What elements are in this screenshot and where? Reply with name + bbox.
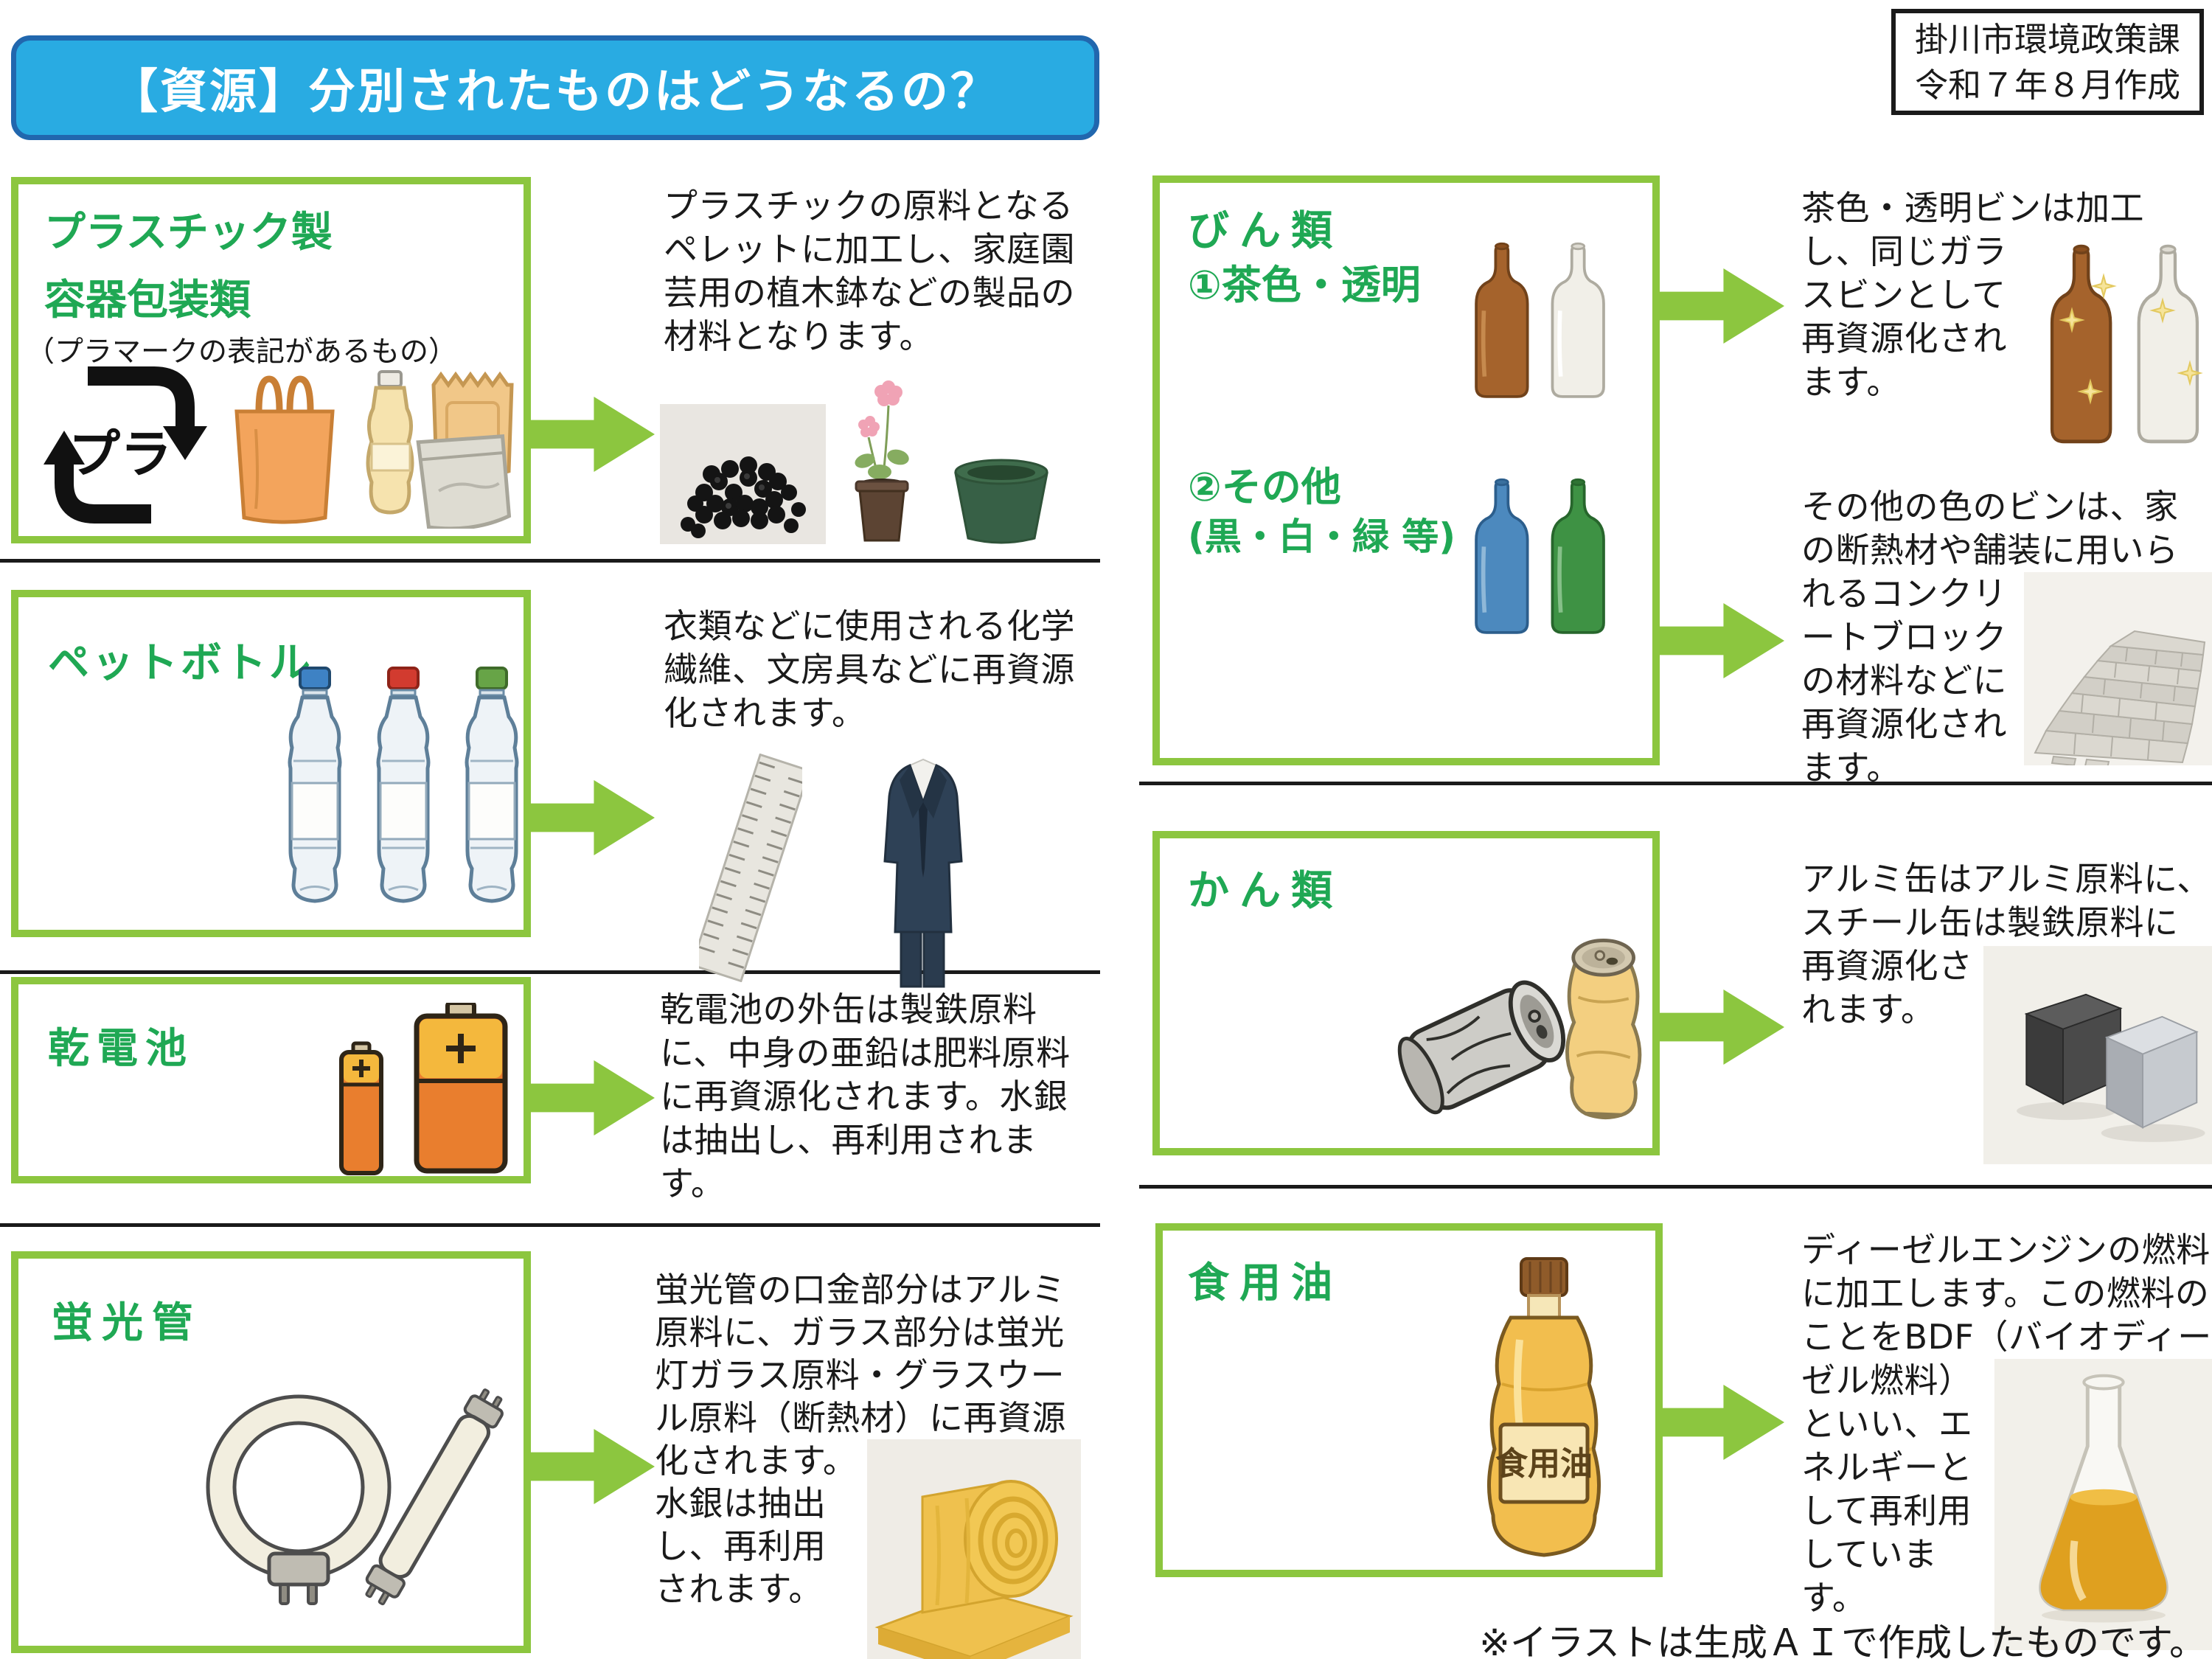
pet-bottle-green-icon	[465, 667, 519, 903]
bottles-description-1-text: 茶色・透明ビンは加工し、同じガラスビンとして再資源化されます。	[1801, 188, 2144, 402]
svg-text:食用油: 食用油	[1495, 1445, 1593, 1483]
bottles-description-2-text: その他の色のビンは、家の断熱材や舗装に用いられるコンクリートブロックの材料などに…	[1801, 487, 2179, 787]
plastic-description: プラスチックの原料となるペレットに加工し、家庭園芸用の植木鉢などの製品の材料とな…	[664, 184, 1084, 358]
credit-line1: 掛川市環境政策課	[1915, 20, 2181, 59]
shopping-bag-icon	[234, 375, 335, 524]
pet-description-text: 衣類などに使用される化学繊維、文房具などに再資源化されます。	[664, 606, 1075, 733]
credit-box: 掛川市環境政策課 令和７年８月作成	[1891, 9, 2204, 115]
arrow-cans	[1658, 990, 1784, 1065]
blue-bottle-icon	[1475, 478, 1529, 634]
divider-left-2	[0, 970, 1100, 974]
plastic-items-illustration: プラ	[42, 363, 521, 529]
bottles-cat2-label: ②その他	[1188, 464, 1341, 510]
green-pot-photo	[946, 456, 1057, 548]
battery-small-icon	[339, 1041, 383, 1175]
oil-title: 食用油	[1188, 1259, 1343, 1307]
battery-title: 乾電池	[48, 1025, 194, 1073]
plastic-packaging-box: プラスチック製 容器包装類 （プラマークの表記があるもの） プラ	[11, 177, 531, 543]
clear-bottle-icon	[1551, 242, 1605, 398]
fluorescent-description: 蛍光管の口金部分はアルミ原料に、ガラス部分は蛍光灯ガラス原料・グラスウール原料（…	[655, 1268, 1081, 1659]
pellets-photo	[660, 404, 826, 544]
crushed-cans-illustration	[1366, 868, 1654, 1148]
battery-large-icon	[414, 1003, 508, 1174]
suit-photo	[864, 751, 982, 990]
fluorescent-box: 蛍光管	[11, 1251, 531, 1653]
arrow-bottles-2	[1658, 603, 1784, 678]
brown-bottle-icon	[1475, 242, 1529, 398]
plastic-subtitle: （プラマークの表記があるもの）	[26, 335, 458, 369]
crushed-aluminum-can-icon	[1565, 938, 1642, 1120]
batteries-illustration	[306, 1003, 535, 1176]
plastic-bottle-icon	[366, 370, 414, 515]
oil-flask-photo	[1993, 1359, 2212, 1650]
cans-title: かん類	[1188, 867, 1343, 915]
brown-clear-bottles-illustration	[1466, 234, 1615, 408]
page-title: 【資源】分別されたものはどうなるの？	[111, 65, 1000, 119]
potted-flower-photo	[835, 372, 928, 546]
shiny-brown-bottle-icon	[2050, 244, 2112, 444]
plastic-title-line1: プラスチック製	[44, 209, 333, 257]
oil-bottle-icon: 食用油	[1487, 1257, 1601, 1557]
fluorescent-title: 蛍光管	[52, 1299, 202, 1347]
battery-description: 乾電池の外缶は製鉄原料に、中身の亜鉛は肥料原料に再資源化されます。水銀は抽出し、…	[660, 988, 1084, 1206]
bottles-cat2-note: (黒・白・緑 等)	[1188, 515, 1456, 558]
divider-right-1	[1139, 782, 2212, 785]
arrow-fluorescent	[528, 1429, 655, 1504]
bottles-description-1: 茶色・透明ビンは加工し、同じガラスビンとして再資源化されます。	[1801, 187, 2212, 457]
glasswool-photo	[867, 1439, 1081, 1659]
credit-line2: 令和７年８月作成	[1915, 66, 2181, 105]
other-color-bottles-illustration	[1466, 470, 1615, 644]
pet-bottles-illustration	[278, 665, 529, 908]
bottles-title: びん類	[1188, 207, 1343, 255]
crushed-steel-can-icon	[1397, 980, 1566, 1115]
page-title-banner: 【資源】分別されたものはどうなるの？	[11, 35, 1099, 140]
recycled-bottles-illustration	[2039, 230, 2212, 451]
pouch-icon	[416, 434, 512, 529]
cans-description: アルミ缶はアルミ原料に、スチール缶は製鉄原料に再資源化されます。	[1801, 858, 2212, 1172]
arrow-oil	[1658, 1385, 1784, 1460]
divider-right-2	[1139, 1185, 2212, 1189]
oil-description: ディーゼルエンジンの燃料に加工します。この燃料のことをBDF（バイオディーゼル燃…	[1801, 1228, 2212, 1656]
pet-title: ペットボトル	[48, 639, 313, 687]
battery-description-text: 乾電池の外缶は製鉄原料に、中身の亜鉛は肥料原料に再資源化されます。水銀は抽出し、…	[660, 990, 1071, 1203]
fluorescent-lamps-illustration	[177, 1377, 516, 1624]
fluorescent-description-text: 蛍光管の口金部分はアルミ原料に、ガラス部分は蛍光灯ガラス原料・グラスウール原料（…	[655, 1270, 1066, 1609]
flask-icon	[2039, 1374, 2168, 1612]
svg-text:プラ: プラ	[69, 424, 172, 484]
ruler-photo	[699, 754, 802, 982]
arrow-bottles-1	[1658, 268, 1784, 344]
pet-description: 衣類などに使用される化学繊維、文房具などに再資源化されます。	[664, 605, 1084, 735]
plastic-description-text: プラスチックの原料となるペレットに加工し、家庭園芸用の植木鉢などの製品の材料とな…	[664, 186, 1075, 356]
glass-bottles-box: びん類 ①茶色・透明 ②その他 (黒・白・緑 等)	[1152, 175, 1660, 765]
green-bottle-icon	[1551, 478, 1605, 634]
cans-description-text: アルミ缶はアルミ原料に、スチール缶は製鉄原料に再資源化されます。	[1801, 859, 2211, 1029]
divider-left-1	[0, 559, 1100, 563]
arrow-plastic	[528, 397, 655, 472]
arrow-battery	[528, 1060, 655, 1135]
plastic-title-line2: 容器包装類	[44, 276, 251, 324]
fluorescent-tube-icon	[365, 1388, 504, 1606]
oil-description-text: ディーゼルエンジンの燃料に加工します。この燃料のことをBDF（バイオディーゼル燃…	[1801, 1230, 2212, 1618]
metal-ingots-photo	[1983, 945, 2212, 1166]
pet-bottle-blue-icon	[288, 667, 342, 903]
cooking-oil-box: 食用油 食用油	[1155, 1223, 1663, 1577]
pet-bottle-red-icon	[376, 667, 431, 903]
bottles-cat1-label: ①茶色・透明	[1188, 262, 1421, 308]
battery-box: 乾電池	[11, 977, 531, 1183]
paving-blocks-photo	[2024, 572, 2212, 765]
shiny-clear-bottle-icon	[2137, 244, 2199, 444]
pla-recycle-mark-icon: プラ	[44, 366, 207, 524]
arrow-pet	[528, 780, 655, 855]
pet-bottle-box: ペットボトル	[11, 590, 531, 937]
cans-box: かん類	[1152, 831, 1660, 1155]
fluorescent-ring-icon	[206, 1394, 392, 1605]
divider-left-3	[0, 1223, 1100, 1227]
bottles-description-2: その他の色のビンは、家の断熱材や舗装に用いられるコンクリートブロックの材料などに…	[1801, 485, 2212, 790]
aluminum-ingot-icon	[2104, 1015, 2199, 1129]
footer-note: ※イラストは生成ＡＩで作成したものです。	[1479, 1621, 2206, 1659]
sparkle-icon	[2059, 273, 2203, 405]
oil-bottle-illustration: 食用油	[1458, 1251, 1631, 1568]
